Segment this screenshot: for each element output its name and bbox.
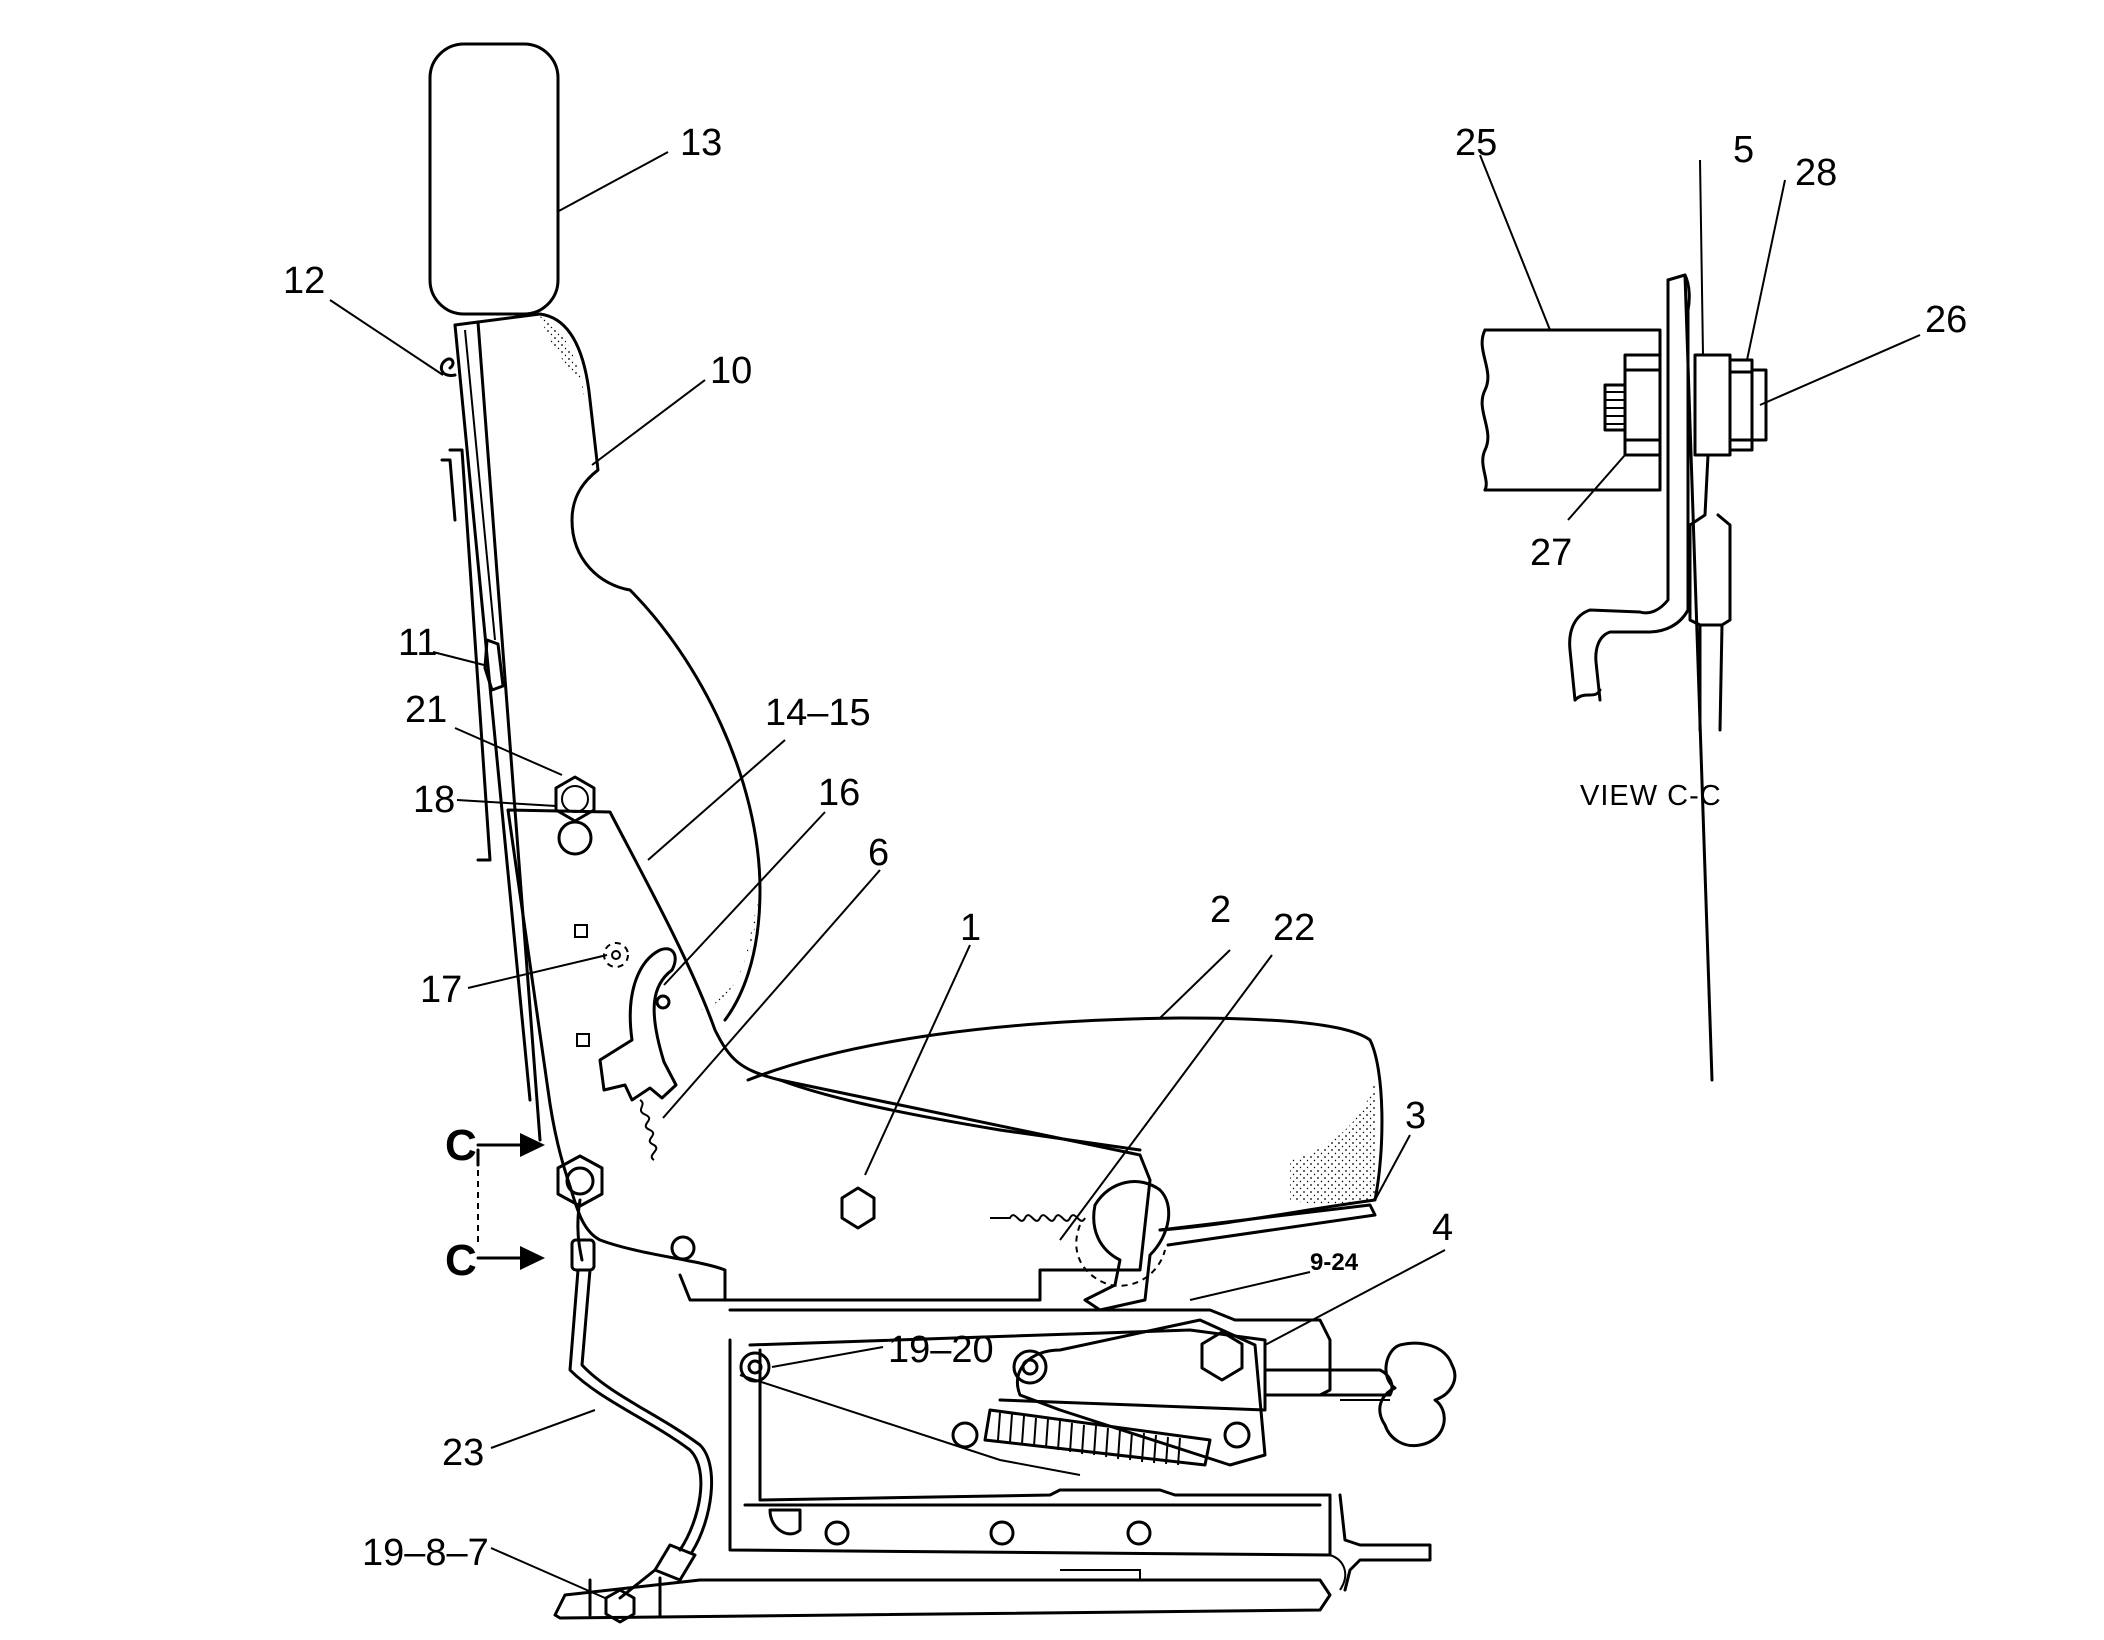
callout-23: 23 <box>442 1432 484 1474</box>
suspension-base <box>553 1308 1457 1624</box>
adjustment-knob <box>483 638 505 692</box>
headrest <box>428 42 560 316</box>
callout-25: 25 <box>1455 122 1497 164</box>
callout-labels: 13 12 10 11 21 18 14–15 16 6 17 1 2 22 3… <box>283 122 1967 1574</box>
seat-cushion <box>746 1016 1384 1247</box>
callout-3: 3 <box>1405 1095 1426 1137</box>
spring-grille <box>983 1408 1212 1467</box>
callout-4: 4 <box>1432 1207 1453 1249</box>
callout-10: 10 <box>710 350 752 392</box>
section-letter-bottom: C <box>445 1236 477 1285</box>
callout-19-20: 19–20 <box>888 1329 994 1371</box>
callout-28: 28 <box>1795 152 1837 194</box>
callout-1: 1 <box>960 907 981 949</box>
callout-16: 16 <box>818 772 860 814</box>
callout-27: 27 <box>1530 532 1572 574</box>
callout-18: 18 <box>413 779 455 821</box>
ground-strap <box>568 1198 714 1600</box>
backrest-hook <box>439 357 457 377</box>
callout-12: 12 <box>283 260 325 302</box>
leader-lines <box>329 151 1921 1599</box>
side-plate <box>506 775 1152 1302</box>
detail-view-label: VIEW C-C <box>1580 780 1722 812</box>
callout-13: 13 <box>680 122 722 164</box>
callout-14-15: 14–15 <box>765 692 871 734</box>
section-letter-top: C <box>445 1121 477 1170</box>
height-lever <box>990 1180 1171 1312</box>
callout-2: 2 <box>1210 889 1231 931</box>
callout-21: 21 <box>405 689 447 731</box>
callout-9-24: 9-24 <box>1310 1249 1359 1276</box>
callout-5: 5 <box>1733 129 1754 171</box>
callout-19-8-7: 19–8–7 <box>362 1532 489 1574</box>
callout-26: 26 <box>1925 299 1967 341</box>
callout-17: 17 <box>420 969 462 1011</box>
detail-view-c-c <box>1480 273 1768 1082</box>
callout-22: 22 <box>1273 907 1315 949</box>
backrest-cushion <box>440 312 762 1142</box>
section-marker: C C <box>445 1121 545 1285</box>
callout-6: 6 <box>868 832 889 874</box>
callout-11: 11 <box>398 622 437 664</box>
